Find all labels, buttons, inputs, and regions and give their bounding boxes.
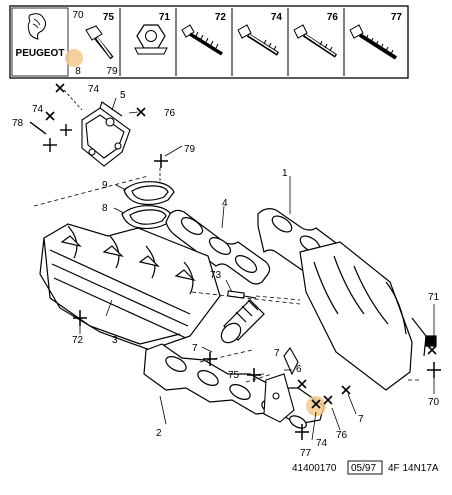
callout-74-left: 74 [32, 104, 44, 115]
nut-71-icon: 71 [134, 12, 171, 55]
callout-7-right: 7 [358, 414, 364, 425]
cut-mark-71 [427, 345, 437, 355]
stud-77-icon: 77 [349, 12, 403, 60]
cut-mark-7-right [341, 385, 351, 395]
callout-78: 78 [12, 118, 24, 129]
callout-6: 6 [296, 364, 302, 375]
assembly-guides [33, 175, 420, 383]
highlight-marker [306, 396, 326, 416]
callout-76-bottom: 76 [336, 430, 348, 441]
callout-74-bottom: 74 [316, 438, 328, 449]
screw-72-icon: 72 [181, 12, 227, 56]
gasket-8 [121, 205, 173, 230]
manifold-gasket-2 [143, 343, 325, 429]
bolt-75-icon: 75 [85, 12, 115, 60]
cut-mark-7-mid [297, 379, 307, 389]
callout-74-top: 74 [88, 84, 100, 95]
intake-gasket-4 [165, 209, 271, 285]
callout-labels: 74 74 78 5 76 79 1 9 8 4 73 71 72 3 7 75… [12, 84, 440, 459]
bolt-77-marker [295, 424, 309, 440]
bolt-7-marker-left [203, 352, 217, 366]
callout-79: 79 [184, 144, 196, 155]
exhaust-manifold [299, 241, 437, 391]
callout-3: 3 [112, 335, 118, 346]
cut-mark-76-top [136, 107, 146, 117]
header-label-72: 72 [215, 12, 227, 23]
cut-mark-74-bottom [311, 399, 321, 409]
bolt-72-marker [73, 310, 87, 326]
gasket-9 [123, 181, 175, 206]
callout-4: 4 [222, 198, 228, 209]
brand-logo: PEUGEOT 70 8 79 [11, 7, 118, 77]
cut-mark-74-left [45, 111, 55, 121]
footer-code: 4F 14N17A [388, 463, 439, 474]
header-label-77: 77 [391, 12, 403, 23]
header-label-74: 74 [271, 12, 283, 23]
cut-mark-76-bottom [323, 395, 333, 405]
cut-mark-74-top [55, 83, 65, 93]
bracket-5 [81, 101, 131, 167]
brand-name: PEUGEOT [16, 48, 65, 59]
footer-ref-number: 41400170 [292, 463, 337, 474]
header-cut-label-left: 8 [75, 66, 81, 77]
callout-73: 73 [210, 270, 222, 281]
callout-7-mid: 7 [274, 348, 280, 359]
header-parts-strip: PEUGEOT 70 8 79 75 71 72 [9, 5, 409, 79]
callout-77: 77 [300, 448, 312, 459]
callout-71: 71 [428, 292, 440, 303]
header-cut-label-bottom: 79 [106, 66, 118, 77]
bolt-74-icon: 74 [237, 12, 283, 56]
header-label-71: 71 [159, 12, 171, 23]
bolt-76-icon: 76 [293, 12, 339, 58]
callout-5: 5 [120, 90, 126, 101]
callout-75: 75 [228, 370, 240, 381]
bracket-6 [263, 347, 299, 423]
bolt-78-marker [29, 121, 72, 152]
callout-76-top: 76 [164, 108, 176, 119]
header-cut-label-top: 70 [72, 10, 84, 21]
leader-lines [105, 97, 357, 441]
bolt-70-marker [427, 362, 441, 378]
callout-72: 72 [72, 335, 84, 346]
callout-7-left: 7 [192, 343, 198, 354]
header-label-76: 76 [327, 12, 339, 23]
footer-date: 05/97 [351, 463, 376, 474]
bolt-79-marker [154, 154, 168, 168]
callout-9: 9 [102, 180, 108, 191]
callout-70: 70 [428, 397, 440, 408]
intake-outlet-pipe [220, 299, 265, 344]
footer-reference: 41400170 05/97 4F 14N17A [292, 460, 439, 475]
callout-2: 2 [156, 428, 162, 439]
header-label-75: 75 [103, 12, 115, 23]
callout-1: 1 [282, 168, 288, 179]
callout-8: 8 [102, 203, 108, 214]
